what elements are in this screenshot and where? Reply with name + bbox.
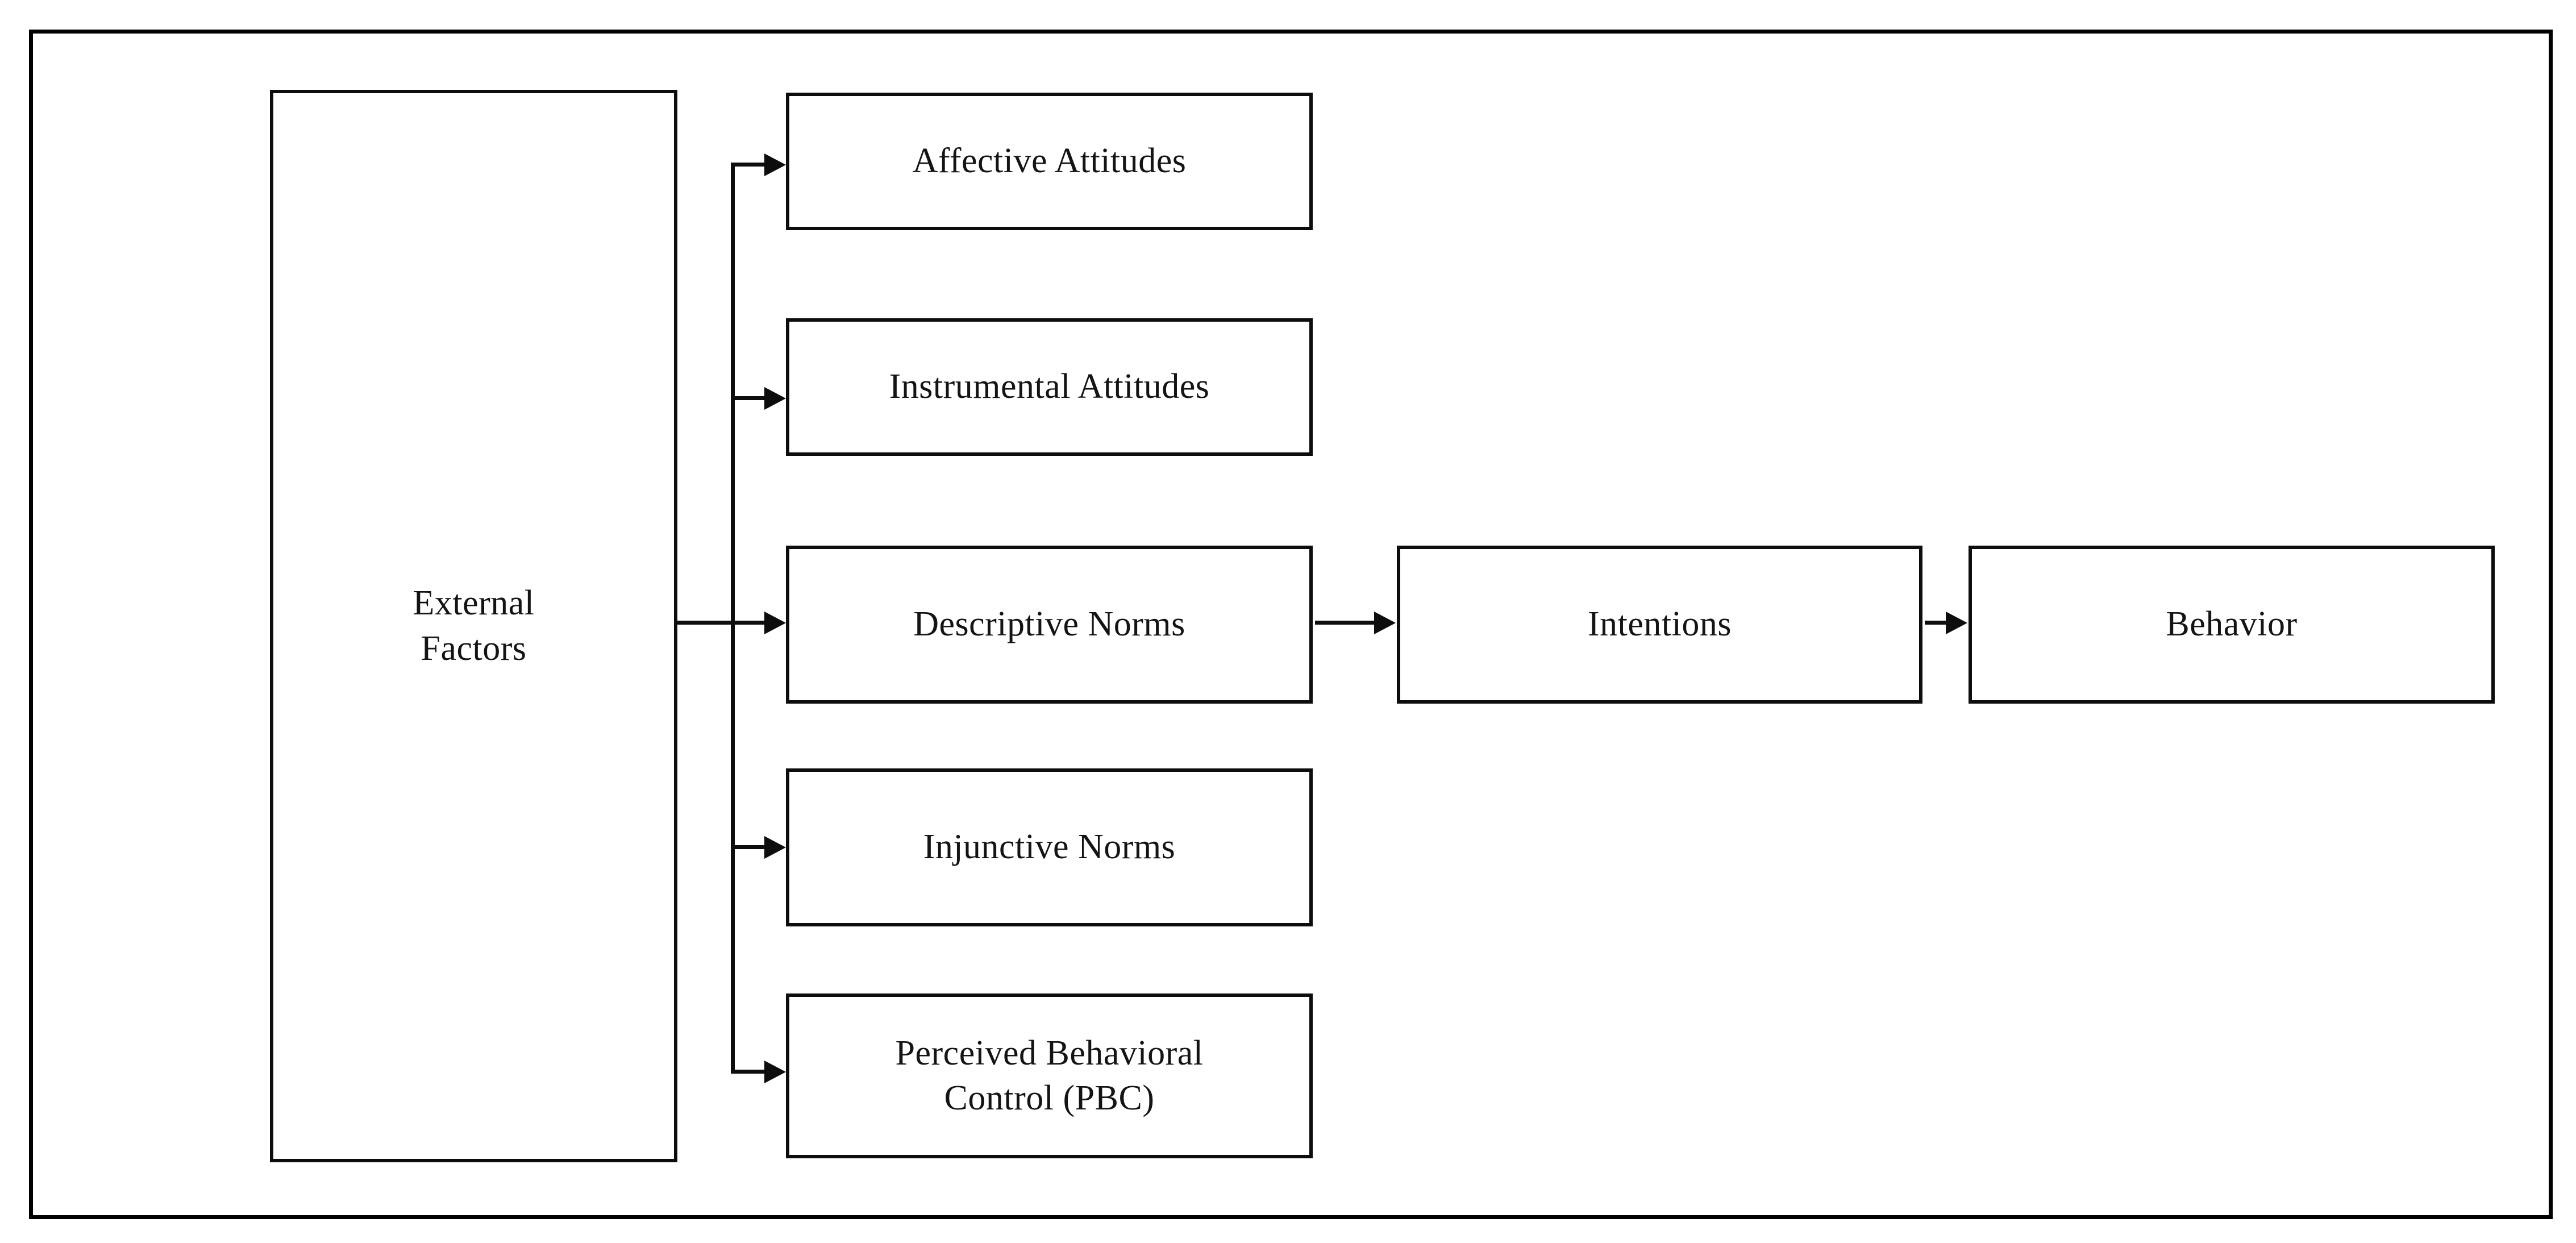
node-behavior-label: Behavior [2166,605,2298,644]
node-perceived-behavioral-control-label: Perceived Behavioral Control (PBC) [895,1033,1204,1117]
node-affective-attitudes[interactable]: Affective Attitudes [786,93,1313,230]
node-descriptive-norms[interactable]: Descriptive Norms [786,546,1313,704]
edge-external-to-pbc [731,1070,766,1074]
edge-external-to-affective-attitudes [731,163,766,167]
node-behavior[interactable]: Behavior [1969,546,2495,704]
edge-descriptive-norms-to-intentions [1315,621,1375,625]
arrow-head-icon [1374,612,1396,634]
node-instrumental-attitudes-label: Instrumental Attitudes [889,367,1210,406]
node-injunctive-norms-label: Injunctive Norms [923,828,1176,867]
arrow-head-icon [764,836,786,859]
node-instrumental-attitudes[interactable]: Instrumental Attitudes [786,318,1313,456]
arrow-head-icon [764,612,786,634]
edge-external-to-instrumental-attitudes [731,396,766,400]
node-perceived-behavioral-control[interactable]: Perceived Behavioral Control (PBC) [786,993,1313,1158]
node-injunctive-norms[interactable]: Injunctive Norms [786,768,1313,926]
arrow-head-icon [1946,612,1967,634]
arrow-head-icon [764,1061,786,1083]
arrow-head-icon [764,153,786,176]
external-factors-stem-line [677,621,733,625]
edge-external-to-descriptive-norms [731,621,766,625]
fanout-trunk-line [731,164,735,1074]
edge-intentions-to-behavior [1925,621,1947,625]
node-intentions[interactable]: Intentions [1397,546,1922,704]
node-intentions-label: Intentions [1588,605,1732,644]
arrow-head-icon [764,387,786,410]
node-external-factors-label: External Factors [413,584,535,668]
node-descriptive-norms-label: Descriptive Norms [913,605,1185,644]
node-external-factors[interactable]: External Factors [270,90,677,1162]
node-affective-attitudes-label: Affective Attitudes [912,142,1187,181]
edge-external-to-injunctive-norms [731,845,766,849]
